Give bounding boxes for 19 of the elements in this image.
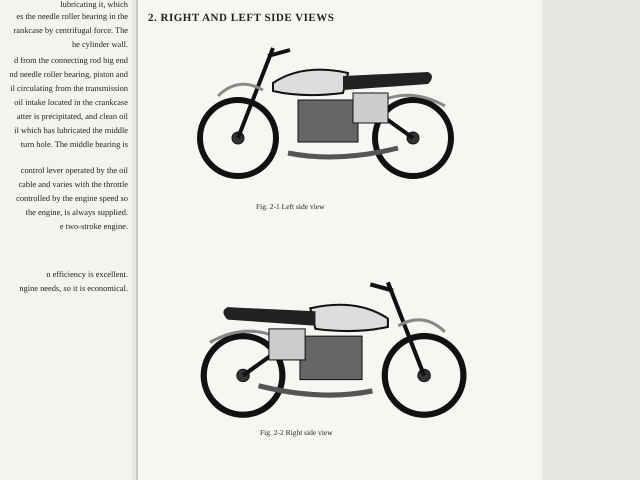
body-text-line: cable and varies with the throttle [18, 180, 128, 189]
body-text-line: control lever operated by the oil [20, 166, 128, 175]
body-text-line: the engine, is always supplied. [26, 208, 128, 217]
body-text-line: ngine needs, so it is economical. [19, 284, 128, 293]
body-text-line: rankcase by centrifugal force. The [14, 26, 128, 35]
body-text-line: e two-stroke engine. [60, 222, 128, 231]
body-text-line: atter is precipitated, and clean oil [16, 112, 128, 121]
body-text-line: controlled by the engine speed so [16, 194, 128, 203]
body-text-line: n efficiency is excellent. [46, 270, 128, 279]
section-heading: 2. RIGHT AND LEFT SIDE VIEWS [148, 12, 334, 24]
body-text-line: es the needle roller bearing in the [16, 12, 128, 21]
body-text-line: he cylinder wall. [72, 40, 128, 49]
body-text-line: il which has lubricated the middle [14, 126, 128, 135]
body-text-line: oil intake located in the crankcase [14, 98, 128, 107]
body-text-line: d from the connecting rod big end [14, 56, 128, 65]
body-text-line: il circulating from the transmission [10, 84, 128, 93]
body-text-line: nd needle roller bearing, piston and [9, 70, 128, 79]
body-text-line: lubricating it, which [60, 0, 128, 9]
body-text-line: turn hole. The middle bearing is [20, 140, 128, 149]
